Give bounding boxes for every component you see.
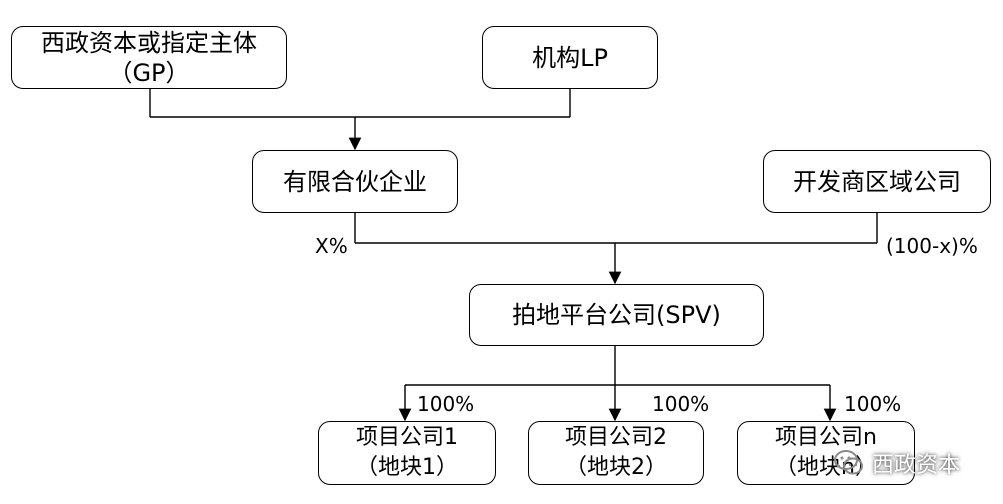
watermark-text: 西政资本 <box>872 453 961 478</box>
watermark: 西政资本 <box>832 445 960 481</box>
wechat-icon <box>832 446 866 480</box>
projectn-plot: （地块n） <box>775 455 877 480</box>
project1-share-label: 100% <box>417 392 475 416</box>
gp-role: （GP） <box>108 58 190 87</box>
project2-plot: （地块2） <box>565 455 667 480</box>
projectn-name: 项目公司n <box>775 425 877 451</box>
project2-share-label: 100% <box>652 392 710 416</box>
developer-share-label: (100-x)% <box>886 234 978 258</box>
gp-box: 西政资本或指定主体 （GP） <box>11 26 287 89</box>
projectn-box: 项目公司n （地块n） <box>737 421 915 485</box>
lp-box: 机构LP <box>482 26 658 89</box>
gp-name: 西政资本或指定主体 <box>41 28 257 57</box>
project1-name: 项目公司1 <box>356 425 458 451</box>
developer-box: 开发商区域公司 <box>763 150 991 213</box>
partnership-name: 有限合伙企业 <box>283 167 427 196</box>
spv-box: 拍地平台公司(SPV) <box>469 284 764 346</box>
partnership-box: 有限合伙企业 <box>252 150 458 213</box>
project1-plot: （地块1） <box>356 455 458 480</box>
partnership-share-label: X% <box>315 234 348 258</box>
project2-box: 项目公司2 （地块2） <box>528 421 704 485</box>
projectn-share-label: 100% <box>844 392 902 416</box>
lp-name: 机构LP <box>532 43 608 72</box>
developer-name: 开发商区域公司 <box>793 167 961 196</box>
project1-box: 项目公司1 （地块1） <box>318 421 496 485</box>
spv-name: 拍地平台公司(SPV) <box>512 301 721 329</box>
project2-name: 项目公司2 <box>565 425 667 451</box>
